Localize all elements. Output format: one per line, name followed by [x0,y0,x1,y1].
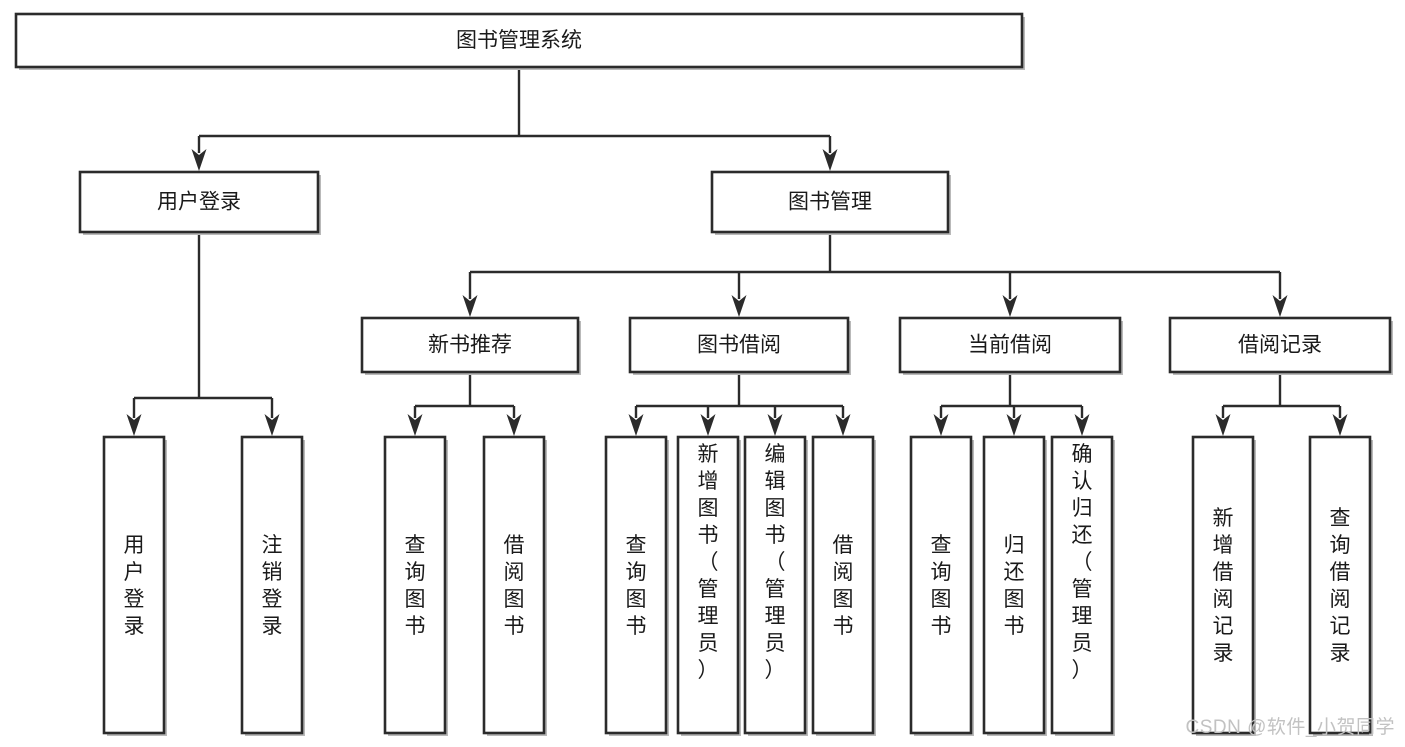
node-rect[interactable] [909,435,973,735]
node-label: 归还图书 [1004,534,1025,638]
arrow-head-icon [191,149,207,171]
node-leaf-user-login[interactable]: 用户登录 [102,435,167,736]
arrow-head-icon [835,414,851,436]
node-rect[interactable] [982,435,1046,735]
node-label: 用户登录 [157,191,241,214]
arrow-head-icon [628,414,644,436]
node-leaf-add-record[interactable]: 新增借阅记录 [1191,435,1256,736]
edges-layer [126,67,1348,436]
arrow-head-icon [767,414,783,436]
arrow-head-icon [126,414,142,436]
arrow-head-icon [1332,414,1348,436]
node-leaf-borrow-book-2[interactable]: 借阅图书 [811,435,876,736]
node-rect[interactable] [383,435,447,735]
node-current-borrow[interactable]: 当前借阅 [898,316,1123,375]
node-rect[interactable] [1308,435,1372,735]
node-rect[interactable] [628,316,850,374]
node-label: 新增借阅记录 [1213,507,1234,665]
node-rect[interactable] [240,435,304,735]
node-label: 图书借阅 [697,334,781,357]
node-rect[interactable] [14,12,1024,69]
arrow-head-icon [731,295,747,317]
node-root[interactable]: 图书管理系统 [14,12,1025,70]
node-label: 查询图书 [931,534,952,638]
arrow-head-icon [700,414,716,436]
arrow-head-icon [1002,295,1018,317]
edge-group [407,372,522,436]
edge-group [628,372,851,436]
node-user-login[interactable]: 用户登录 [78,170,321,235]
edge-group [933,372,1090,436]
edge-group [126,232,280,436]
node-label: 新书推荐 [428,334,512,357]
node-label: 查询图书 [626,534,647,638]
arrow-head-icon [1215,414,1231,436]
node-label: 借阅记录 [1238,334,1322,357]
node-rect[interactable] [676,435,740,735]
node-label: 借阅图书 [833,534,854,638]
node-label: 新增图书（管理员） [698,443,719,682]
arrow-head-icon [264,414,280,436]
node-leaf-add-book[interactable]: 新增图书（管理员） [676,435,741,736]
node-book-borrow[interactable]: 图书借阅 [628,316,851,375]
node-label: 编辑图书（管理员） [765,443,786,682]
node-label: 用户登录 [124,534,145,638]
arrow-head-icon [1272,295,1288,317]
nodes-layer: 图书管理系统用户登录图书管理新书推荐图书借阅当前借阅借阅记录用户登录注销登录查询… [14,12,1393,736]
node-label: 查询图书 [405,534,426,638]
node-rect[interactable] [78,170,320,234]
arrow-head-icon [462,295,478,317]
arrow-head-icon [407,414,423,436]
node-label: 当前借阅 [968,334,1052,357]
node-rect[interactable] [102,435,166,735]
node-rect[interactable] [1050,435,1114,735]
node-new-book-rec[interactable]: 新书推荐 [360,316,581,375]
watermark-text: CSDN @软件_小贺同学 [1185,717,1395,738]
node-borrow-record[interactable]: 借阅记录 [1168,316,1393,375]
node-leaf-logout[interactable]: 注销登录 [240,435,305,736]
node-label: 图书管理 [788,191,872,214]
node-leaf-query-book-2[interactable]: 查询图书 [604,435,669,736]
node-leaf-borrow-book-1[interactable]: 借阅图书 [482,435,547,736]
node-rect[interactable] [811,435,875,735]
node-book-manage[interactable]: 图书管理 [710,170,951,235]
arrow-head-icon [822,149,838,171]
node-label: 确认归还（管理员） [1072,443,1093,682]
edge-group [462,232,1288,317]
node-leaf-query-record[interactable]: 查询借阅记录 [1308,435,1373,736]
node-label: 图书管理系统 [456,29,582,52]
arrow-head-icon [1006,414,1022,436]
node-rect[interactable] [482,435,546,735]
node-leaf-query-book-3[interactable]: 查询图书 [909,435,974,736]
edge-group [191,67,838,171]
arrow-head-icon [506,414,522,436]
edge-group [1215,372,1348,436]
node-rect[interactable] [604,435,668,735]
node-leaf-query-book-1[interactable]: 查询图书 [383,435,448,736]
node-label: 借阅图书 [504,534,525,638]
node-leaf-confirm-return[interactable]: 确认归还（管理员） [1050,435,1115,736]
node-leaf-edit-book[interactable]: 编辑图书（管理员） [743,435,808,736]
node-rect[interactable] [1168,316,1392,374]
node-rect[interactable] [360,316,580,374]
arrow-head-icon [933,414,949,436]
node-rect[interactable] [1191,435,1255,735]
node-rect[interactable] [743,435,807,735]
node-label: 注销登录 [262,534,283,638]
node-leaf-return-book[interactable]: 归还图书 [982,435,1047,736]
node-rect[interactable] [898,316,1122,374]
node-rect[interactable] [710,170,950,234]
node-label: 查询借阅记录 [1330,507,1351,665]
arrow-head-icon [1074,414,1090,436]
